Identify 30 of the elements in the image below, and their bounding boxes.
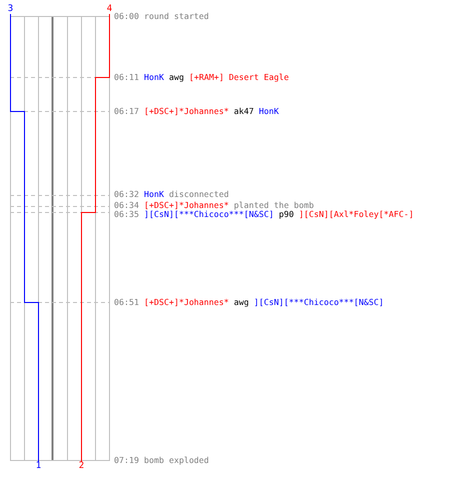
- player-track-line: [10, 14, 39, 462]
- weapon-name: awg: [168, 72, 184, 82]
- weapon-name: ak47: [234, 106, 254, 116]
- event-text: disconnected: [168, 190, 229, 199]
- weapon-name: p90: [278, 210, 294, 219]
- timestamp: 06:51: [114, 298, 139, 306]
- player-name: [+DSC+]*Johannes*: [144, 106, 229, 116]
- timestamp: 07:19: [114, 456, 139, 464]
- player-name: HonK: [144, 72, 164, 82]
- player-name: [+RAM+] Desert Eagle: [188, 72, 289, 82]
- event-text: bomb exploded: [144, 456, 209, 464]
- timestamp: 06:32: [114, 190, 139, 199]
- player-name: [+DSC+]*Johannes*: [144, 298, 229, 306]
- player-name: ][CsN][***Chicoco***[N&SC]: [144, 210, 274, 219]
- event-text: planted the bomb: [234, 201, 314, 210]
- player-name: [+DSC+]*Johannes*: [144, 201, 229, 210]
- timestamp: 06:35: [114, 210, 139, 219]
- event-text: round started: [144, 12, 209, 20]
- timestamp: 06:34: [114, 201, 139, 210]
- player-name: HonK: [144, 190, 164, 199]
- player-name: ][CsN][Axl*Foley[*AFC-]: [298, 210, 414, 219]
- player-name: ][CsN][***Chicoco***[N&SC]: [254, 298, 384, 306]
- rank-number: 4: [104, 5, 114, 14]
- rank-number: 3: [6, 5, 16, 14]
- timestamp: 06:00: [114, 12, 139, 20]
- weapon-name: awg: [234, 298, 249, 306]
- player-name: HonK: [258, 106, 279, 116]
- timestamp: 06:11: [114, 72, 139, 82]
- timestamp: 06:17: [114, 106, 139, 116]
- player-track-line: [81, 14, 110, 462]
